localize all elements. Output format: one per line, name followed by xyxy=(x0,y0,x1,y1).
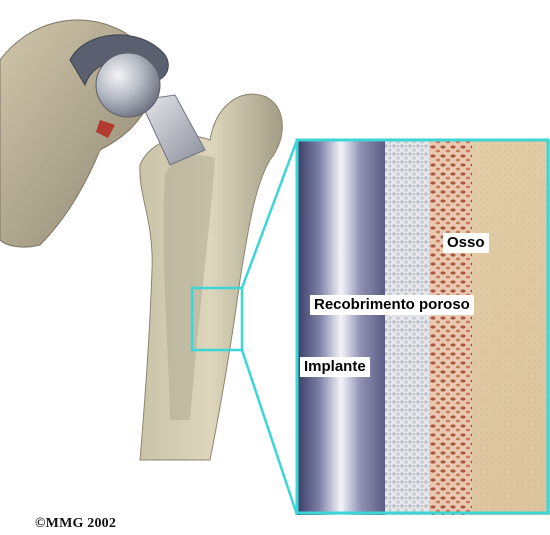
cross-section-panel xyxy=(297,140,550,515)
zoom-line-bottom xyxy=(242,350,297,515)
porous-coating-label: Recobrimento poroso xyxy=(310,295,474,315)
bone-grain xyxy=(470,140,550,515)
bone-cell-layer xyxy=(430,140,472,515)
implant-layer xyxy=(297,140,385,515)
copyright-text: ©MMG 2002 xyxy=(35,516,116,532)
bone-label: Osso xyxy=(443,233,489,253)
implant-label: Implante xyxy=(300,357,370,377)
prosthesis-ball xyxy=(96,53,160,117)
porous-coating-layer xyxy=(385,140,430,515)
